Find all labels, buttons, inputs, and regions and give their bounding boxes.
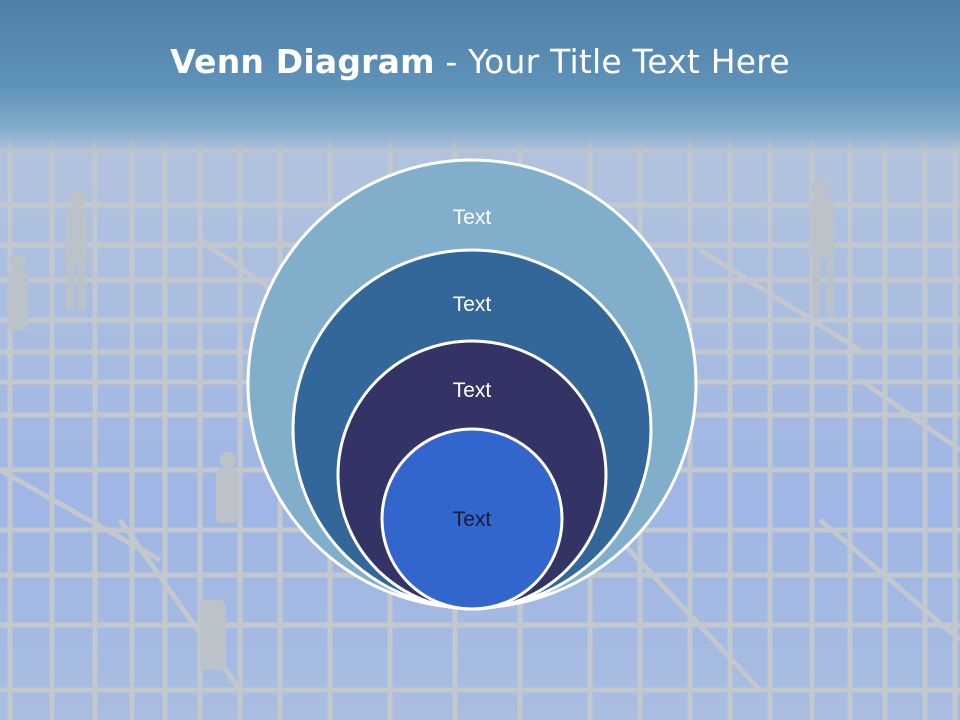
title-rest-part: - Your Title Text Here	[434, 42, 790, 81]
venn-ring-4-label: Text	[453, 508, 492, 531]
title-bold-part: Venn Diagram	[170, 42, 435, 81]
venn-ring-2-label: Text	[453, 293, 492, 316]
slide-title: Venn Diagram - Your Title Text Here	[0, 42, 960, 81]
venn-ring-3-label: Text	[453, 379, 492, 402]
venn-ring-1-label: Text	[453, 206, 492, 229]
venn-ring-4	[380, 427, 564, 611]
header-band	[0, 0, 960, 155]
